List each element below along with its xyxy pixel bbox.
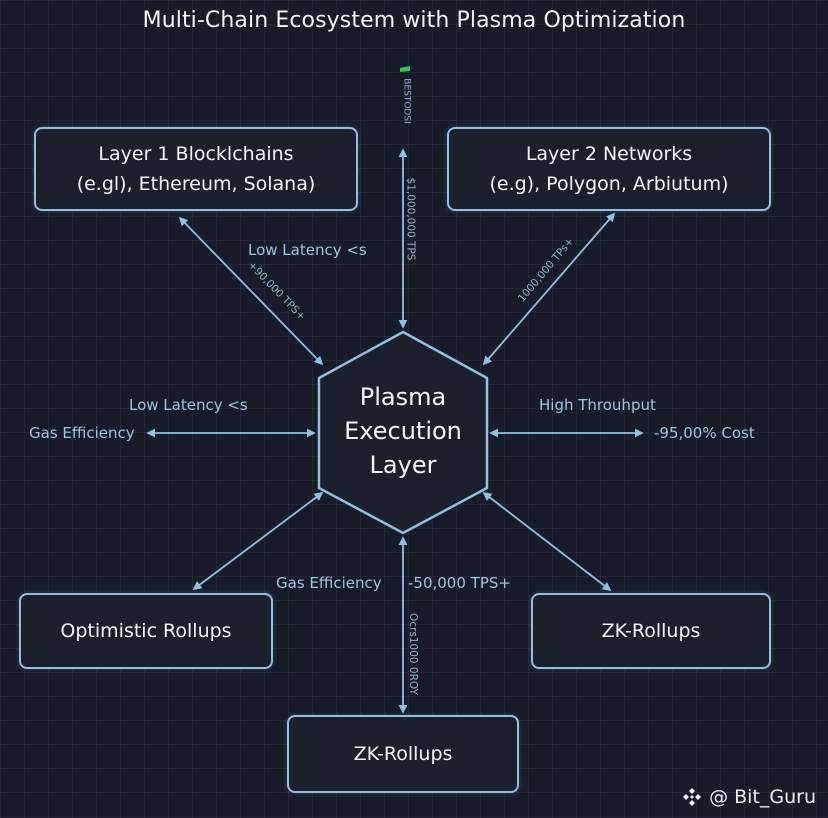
node-plasma-execution-layer[interactable]: Plasma Execution Layer <box>320 380 486 482</box>
label-bottom-gas: Gas Efficiency <box>276 574 382 592</box>
diagram-title: Multi-Chain Ecosystem with Plasma Optimi… <box>142 8 686 33</box>
node-zk-right-label: ZK-Rollups <box>601 620 701 642</box>
binance-logo-icon <box>683 788 702 806</box>
edge-layer2-center <box>482 212 616 366</box>
node-optimistic-rollups[interactable]: Optimistic Rollups <box>19 593 273 669</box>
node-layer2-title: Layer 2 Networks <box>525 143 693 165</box>
node-layer1-blockchains[interactable]: Layer 1 Blocklchains (e.gl), Ethereum, S… <box>34 127 358 211</box>
edge-zkright-center <box>482 491 612 592</box>
plasma-hexagon <box>317 330 489 535</box>
label-right-throughput: High Throuhput <box>539 396 656 414</box>
node-zk-bottom-label: ZK-Rollups <box>353 743 453 765</box>
center-line1: Plasma <box>359 383 447 411</box>
edge-layer1-center <box>178 216 324 366</box>
green-flag-icon <box>400 66 410 72</box>
label-right-cost: -95,00% Cost <box>654 424 755 442</box>
label-bottom-tps: -50,000 TPS+ <box>408 574 511 592</box>
node-layer2-networks[interactable]: Layer 2 Networks (e.g), Polygon, Arbiutu… <box>447 127 771 211</box>
label-top-latency: Low Latency <s <box>248 241 367 259</box>
label-bottom-vertical: Ocrs1000 0ROY <box>406 613 419 695</box>
node-layer2-examples: (e.g), Polygon, Arbiutum) <box>489 173 729 195</box>
edge-optimistic-center <box>192 491 324 591</box>
label-top-vertical: $1,000,000 TPS <box>404 177 417 261</box>
node-layer1-title: Layer 1 Blocklchains <box>98 143 294 165</box>
node-optimistic-label: Optimistic Rollups <box>60 620 232 642</box>
center-line2: Execution <box>344 417 462 445</box>
node-layer1-examples: (e.gl), Ethereum, Solana) <box>76 173 316 195</box>
center-line3: Layer <box>369 451 437 479</box>
label-top-vertical-small: BESTODSI <box>401 78 412 124</box>
label-left-gas: Gas Efficiency <box>29 424 135 442</box>
watermark: @ Bit_Guru <box>681 786 816 808</box>
node-zk-rollups-bottom[interactable]: ZK-Rollups <box>287 715 519 793</box>
label-left-latency: Low Latency <s <box>129 396 248 414</box>
watermark-text: @ Bit_Guru <box>709 786 816 808</box>
node-zk-rollups-right[interactable]: ZK-Rollups <box>531 593 771 669</box>
